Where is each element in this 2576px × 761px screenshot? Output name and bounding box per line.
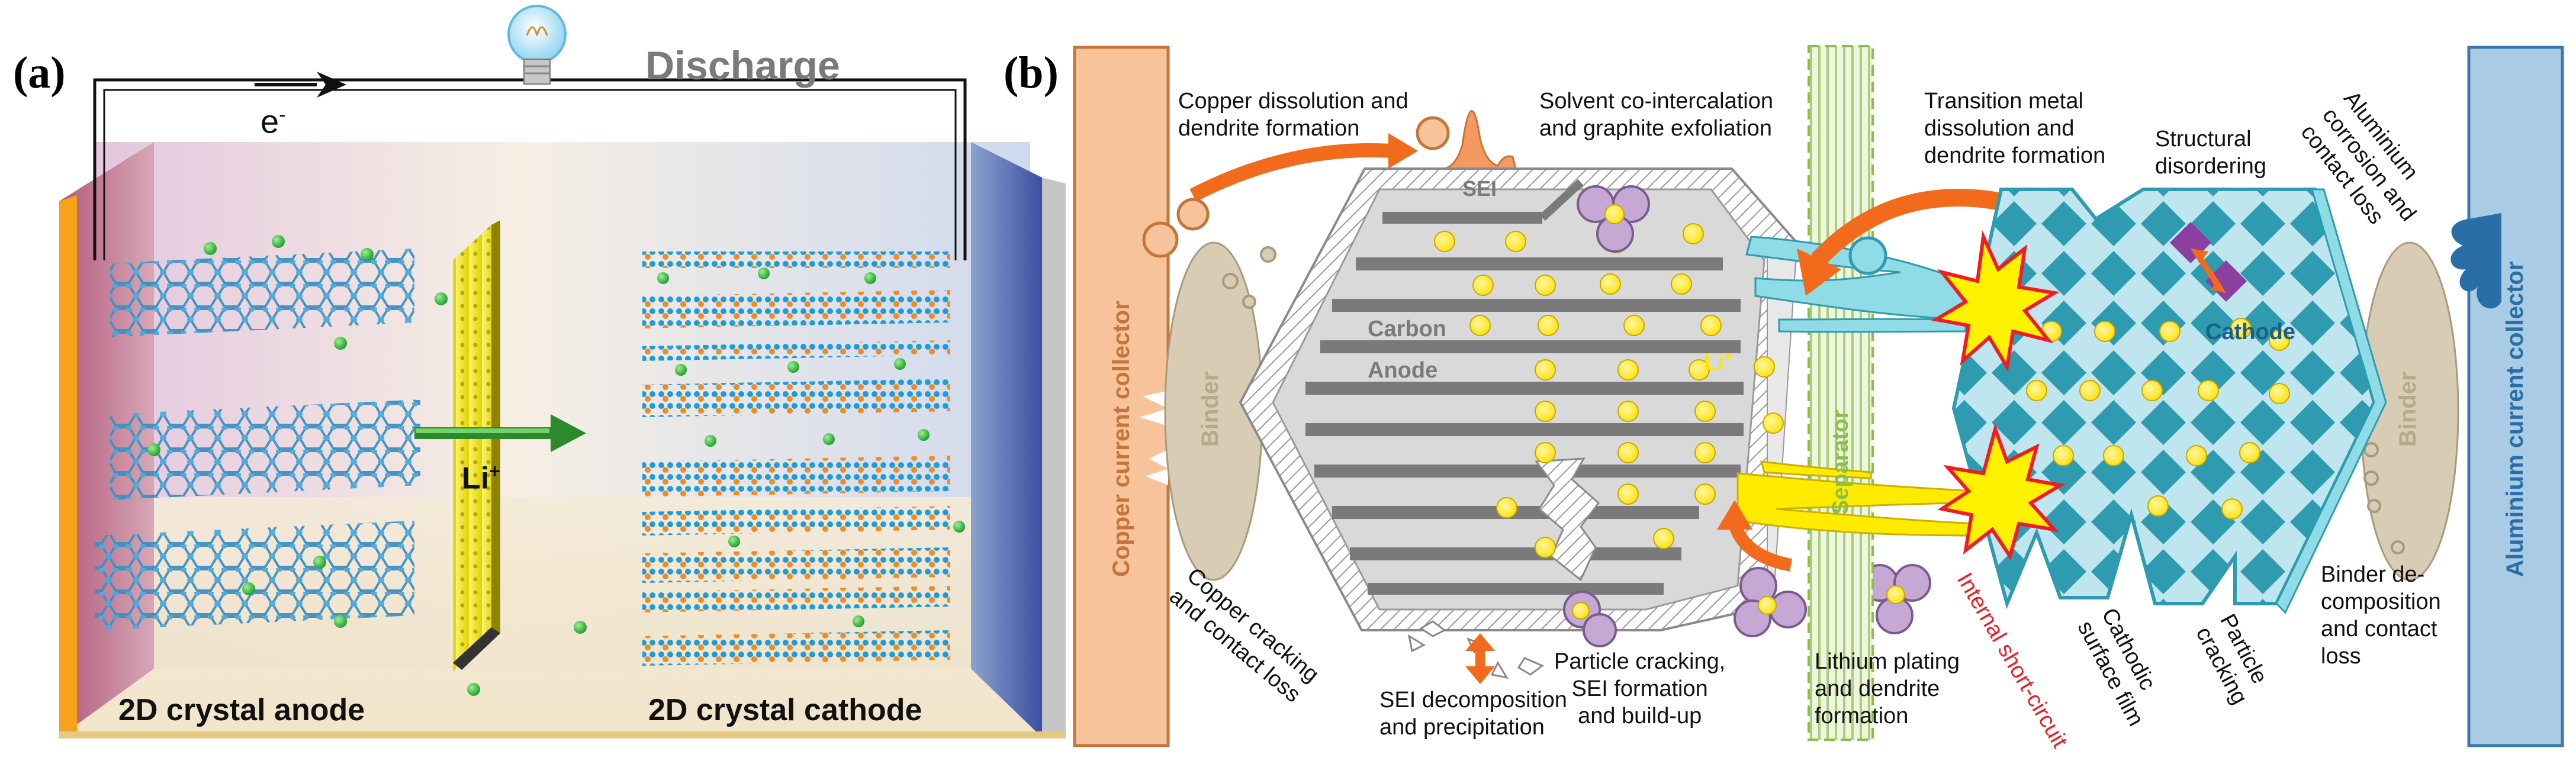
- copper-cracking-marks: [1140, 391, 1168, 485]
- cathode-label: 2D crystal cathode: [648, 693, 922, 727]
- sei-label: SEI: [1462, 176, 1497, 201]
- anode-label-b: Anode: [1368, 358, 1438, 383]
- lithium-plating-label: Lithium plating and dendrite formation: [1815, 649, 1960, 728]
- aluminium-corrosion-blob: [2450, 213, 2501, 309]
- exfoliation-crack: [1539, 179, 1584, 221]
- cathode-sheet: [642, 586, 950, 612]
- ion-flow-arrow-icon: [414, 414, 586, 452]
- small-particles: [1222, 246, 2405, 554]
- lithium-dendrites: [1736, 460, 1979, 537]
- copper-deposit: [1444, 109, 1517, 170]
- cathode-edge-strip: [1042, 178, 1066, 737]
- copper-dissolution-arrowhead: [1388, 133, 1418, 169]
- cathode-sheet: [642, 290, 950, 328]
- graphite-layers: [1305, 212, 1744, 595]
- cathode-sheet: [642, 506, 950, 536]
- light-bulb-icon: [507, 5, 567, 85]
- anode-graphene-layers: [95, 249, 420, 630]
- cathode-label-b: Cathode: [2205, 320, 2295, 344]
- binder-right-label: Binder: [2395, 372, 2421, 447]
- sei-decomposition-label: SEI decomposition and precipitation: [1379, 688, 1567, 740]
- discharge-label: Discharge: [645, 43, 840, 88]
- anode-edge-strip: [59, 195, 77, 737]
- separator-cluster: [1861, 564, 1931, 634]
- cathode-side-wall: [971, 142, 1042, 737]
- sei-decomposition-arrow: [1465, 633, 1495, 684]
- short-circuit-burst-top: [1931, 230, 2060, 372]
- copper-collector-label: Copper current collector: [1108, 301, 1134, 577]
- panel-a: [59, 5, 1066, 739]
- carbon-label: Carbon: [1368, 317, 1446, 341]
- structural-disordering: [2170, 222, 2247, 302]
- cathode-sheet: [642, 251, 950, 268]
- li-particles-anode: [1434, 223, 1784, 558]
- electron-label: e-: [261, 102, 287, 140]
- battery-front-edge: [59, 731, 1066, 739]
- sei-cluster: [1563, 591, 1617, 647]
- li-ions-cathode: [657, 267, 965, 627]
- li-ion-label-b: Li+: [1704, 349, 1732, 375]
- graphene-sheet: [110, 249, 414, 337]
- tm-dissolution-label: Transition metal dissolution and dendrit…: [1924, 89, 2106, 168]
- binder-left-label: Binder: [1197, 372, 1223, 447]
- panel-a-label: (a): [13, 48, 66, 98]
- external-circuit-wire-inner: [103, 89, 957, 260]
- li-ions-anode: [147, 235, 587, 696]
- cathode-sheet: [642, 340, 950, 361]
- binder-decomposition-label: Binder de- composition and contact loss: [2321, 562, 2441, 669]
- cathode-sheet: [642, 379, 950, 417]
- cathode: [1951, 188, 2387, 614]
- cathode-sheet: [642, 547, 950, 583]
- cathode-sheet: [642, 630, 950, 666]
- lithium-plating-arrow: [1717, 500, 1793, 572]
- li-ion-label: Li+: [462, 460, 500, 496]
- solvent-cointercalation-label: Solvent co-intercalation and graphite ex…: [1539, 89, 1773, 141]
- particle-cracking-sei-label: Particle cracking, SEI formation and bui…: [1554, 649, 1726, 728]
- tm-dissolution-arrow: [1797, 189, 2015, 296]
- lithium-cluster: [1734, 567, 1807, 637]
- separator: [1808, 45, 1874, 741]
- structural-disordering-label: Structural disordering: [2155, 127, 2266, 179]
- cathode-sheet: [642, 456, 950, 497]
- cathode-layers: [642, 251, 950, 666]
- short-circuit-burst-bottom: [1937, 423, 2066, 561]
- aluminium-collector-label: Aluminium current collector: [2502, 261, 2528, 577]
- copper-dissolution-arrow: [1189, 143, 1392, 202]
- separator-membrane: [453, 220, 500, 672]
- copper-dissolution-label: Copper dissolution and dendrite formatio…: [1178, 89, 1408, 141]
- graphene-sheet: [110, 399, 420, 500]
- particle-crack: [1535, 457, 1600, 582]
- panel-b: [1073, 45, 2564, 747]
- separator-label: Separator: [1828, 409, 1853, 515]
- panel-b-label: (b): [1004, 48, 1059, 98]
- graphene-sheet: [95, 521, 414, 630]
- solvent-molecule-cluster: [1577, 185, 1650, 253]
- copper-ions: [1142, 116, 1450, 258]
- anode-label: 2D crystal anode: [118, 693, 365, 727]
- li-particles-cathode: [2026, 318, 2290, 520]
- electron-flow-arrow-icon: [255, 72, 346, 98]
- aluminium-current-collector: [2467, 46, 2564, 747]
